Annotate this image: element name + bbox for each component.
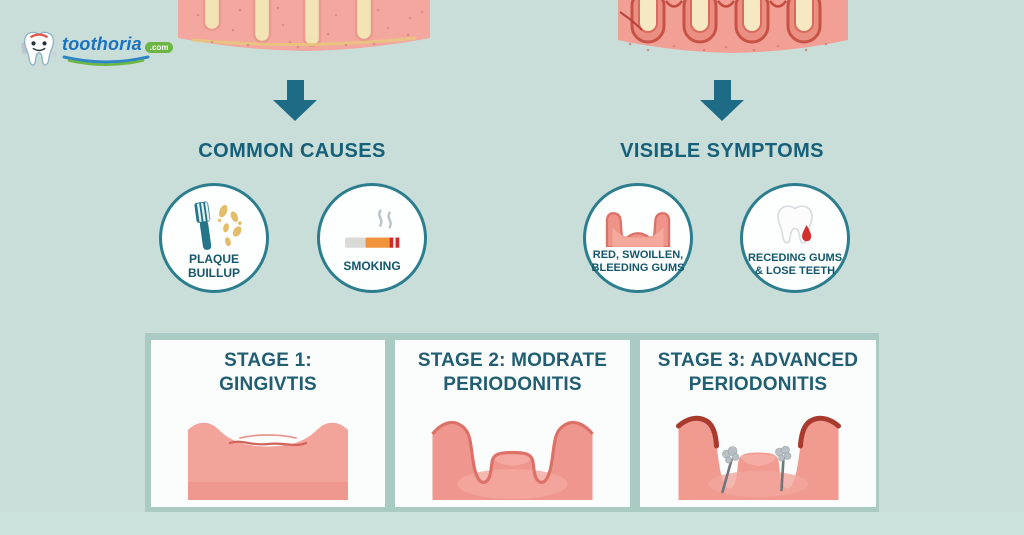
symptom-label: RED, SWOILLEN, BLEEDING GUMS xyxy=(591,249,685,274)
brand-tld-badge: .com xyxy=(144,41,174,53)
down-arrow-icon xyxy=(273,80,317,121)
stage-1-title: STAGE 1: GINGIVTIS xyxy=(219,350,317,395)
stages-band: STAGE 1: GINGIVTIS STAGE 2: MODRATE PERI… xyxy=(145,333,879,512)
inflamed-gums-icon xyxy=(605,212,671,248)
gingivitis-gum-illustration xyxy=(188,422,348,500)
inflamed-gums-illustration xyxy=(618,0,848,53)
advanced-periodontitis-gum-illustration xyxy=(675,415,841,500)
tooth-mascot-icon xyxy=(20,31,58,66)
symptom-item-receding-gums: RECEDING GUMS & LOSE TEETH xyxy=(740,183,850,293)
brand-name: toothoria xyxy=(62,33,142,54)
visible-symptoms-heading: VISIBLE SYMPTOMS xyxy=(620,140,824,162)
stage-panel-3: STAGE 3: ADVANCED PERIODONITIS xyxy=(640,340,876,507)
healthy-gums-illustration xyxy=(178,0,430,51)
toothoria-logo: toothoria .com xyxy=(20,28,174,72)
cigarette-icon xyxy=(345,209,400,248)
symptom-label: RECEDING GUMS & LOSE TEETH xyxy=(747,252,843,277)
tooth-blood-drop-icon xyxy=(777,205,813,244)
symptom-item-bleeding-gums: RED, SWOILLEN, BLEEDING GUMS xyxy=(583,183,693,293)
stage-panel-2: STAGE 2: MODRATE PERIODONITIS xyxy=(395,340,630,507)
cause-item-plaque: PLAQUE BUILLUP xyxy=(159,183,269,293)
stage-3-title: STAGE 3: ADVANCED PERIODONITIS xyxy=(657,350,859,395)
bottom-strip xyxy=(0,512,1024,535)
cause-item-smoking: SMOKING xyxy=(317,183,427,293)
down-arrow-icon xyxy=(700,80,744,121)
stage-2-title: STAGE 2: MODRATE PERIODONITIS xyxy=(417,350,608,395)
moderate-periodontitis-gum-illustration xyxy=(431,420,594,500)
stage-panel-1: STAGE 1: GINGIVTIS xyxy=(151,340,385,507)
cause-label: PLAQUE BUILLUP xyxy=(188,251,240,280)
common-causes-heading: COMMON CAUSES xyxy=(198,140,386,162)
toothbrush-plaque-icon xyxy=(194,201,242,250)
logo-swoosh xyxy=(62,55,150,66)
cause-label: SMOKING xyxy=(343,258,401,273)
